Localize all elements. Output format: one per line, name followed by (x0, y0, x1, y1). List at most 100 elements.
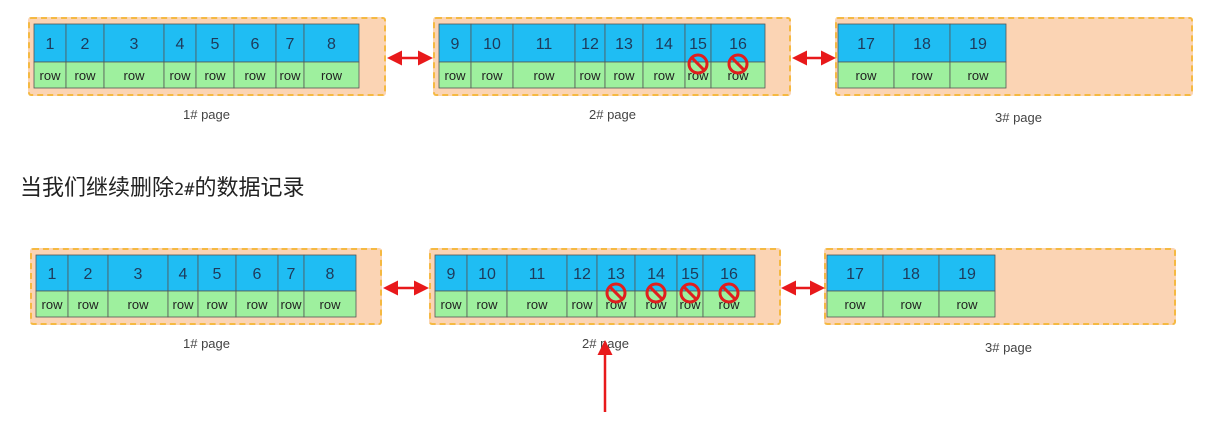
row-cell (303, 61, 360, 89)
key-label: 8 (327, 36, 336, 53)
key-cell (197, 254, 237, 292)
key-label: 1 (46, 36, 55, 53)
key-cell (103, 23, 165, 63)
row-cell (434, 290, 468, 318)
row-label: row (957, 297, 979, 312)
row-cell (107, 290, 169, 318)
key-cell (438, 23, 472, 63)
key-label: 13 (607, 266, 625, 283)
row-label: row (845, 297, 867, 312)
record-12: 12 row (574, 23, 606, 89)
row-label: row (245, 68, 267, 83)
row-label: row (912, 68, 934, 83)
row-cell (642, 61, 686, 89)
heading-code: 2# (174, 180, 195, 200)
key-label: 12 (581, 36, 599, 53)
row-cell (275, 61, 305, 89)
key-label: 19 (958, 266, 976, 283)
row-label: row (207, 297, 229, 312)
row-label: row (968, 68, 990, 83)
row-cell (470, 61, 514, 89)
key-label: 6 (253, 266, 262, 283)
key-label: 3 (134, 266, 143, 283)
row-label: row (280, 68, 302, 83)
row-label: row (654, 68, 676, 83)
row-label: row (78, 297, 100, 312)
key-label: 17 (857, 36, 875, 53)
key-cell (702, 254, 756, 292)
key-label: 7 (286, 36, 295, 53)
key-cell (604, 23, 644, 63)
key-label: 14 (647, 266, 665, 283)
row-label: row (856, 68, 878, 83)
key-label: 9 (451, 36, 460, 53)
row-cell (837, 61, 895, 89)
record-17: 17 row (837, 23, 895, 89)
row-cell (938, 290, 996, 318)
row-label: row (477, 297, 499, 312)
row-label: row (320, 297, 342, 312)
key-cell (65, 23, 105, 63)
row-cell (512, 61, 576, 89)
delete-icon (727, 53, 749, 75)
key-cell (303, 254, 357, 292)
key-label: 17 (846, 266, 864, 283)
key-cell (303, 23, 360, 63)
row-cell (596, 290, 636, 318)
row-label: row (580, 68, 602, 83)
key-label: 14 (655, 36, 673, 53)
row-label: row (527, 297, 549, 312)
key-label: 8 (326, 266, 335, 283)
key-cell (826, 254, 884, 292)
row-label: row (445, 68, 467, 83)
row-cell (574, 61, 606, 89)
key-label: 2 (81, 36, 90, 53)
key-cell (470, 23, 514, 63)
key-label: 5 (211, 36, 220, 53)
page-2-label: 2# page (589, 107, 636, 122)
key-cell (277, 254, 305, 292)
key-label: 16 (729, 36, 747, 53)
key-cell (949, 23, 1007, 63)
key-cell (163, 23, 197, 63)
key-label: 7 (287, 266, 296, 283)
record-7: 7 row (275, 23, 305, 89)
key-label: 4 (179, 266, 188, 283)
page-3-label: 3# page (985, 340, 1032, 355)
key-label: 15 (689, 36, 707, 53)
row-cell (67, 290, 109, 318)
key-cell (466, 254, 508, 292)
row-cell (604, 61, 644, 89)
key-label: 4 (176, 36, 185, 53)
row-cell (506, 290, 568, 318)
row-cell (438, 61, 472, 89)
key-label: 15 (681, 266, 699, 283)
row-label: row (247, 297, 269, 312)
row-label: row (40, 68, 62, 83)
row-cell (466, 290, 508, 318)
key-cell (233, 23, 277, 63)
record-3: 3 row (107, 254, 169, 318)
key-label: 10 (483, 36, 501, 53)
row-label: row (128, 297, 150, 312)
key-label: 12 (573, 266, 591, 283)
row-cell (35, 290, 69, 318)
page-3-label: 3# page (995, 110, 1042, 125)
record-1: 1 row (33, 23, 67, 89)
